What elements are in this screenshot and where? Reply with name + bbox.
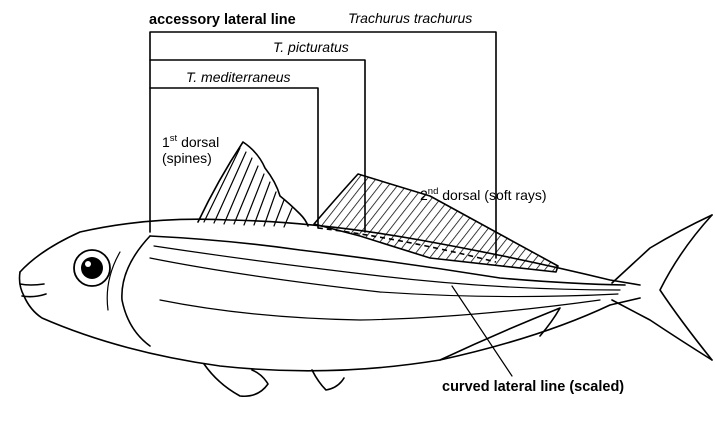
eye-icon [74, 250, 110, 286]
label-t-mediterraneus: T. mediterraneus [186, 69, 291, 85]
label-t-picturatus: T. picturatus [273, 39, 349, 55]
lateral-lines [150, 228, 625, 376]
label-trachurus-trachurus: Trachurus trachurus [348, 10, 472, 26]
label-second-dorsal: 2nd dorsal (soft rays) [420, 186, 547, 203]
label-accessory-lateral-line: accessory lateral line [149, 12, 296, 28]
label-curved-lateral-line: curved lateral line (scaled) [442, 379, 624, 395]
first-dorsal-fin [198, 142, 308, 227]
fish-body [20, 219, 641, 371]
label-first-dorsal: 1st dorsal [162, 133, 219, 150]
tail-fin [612, 215, 712, 360]
label-first-dorsal-spines: (spines) [162, 150, 212, 166]
